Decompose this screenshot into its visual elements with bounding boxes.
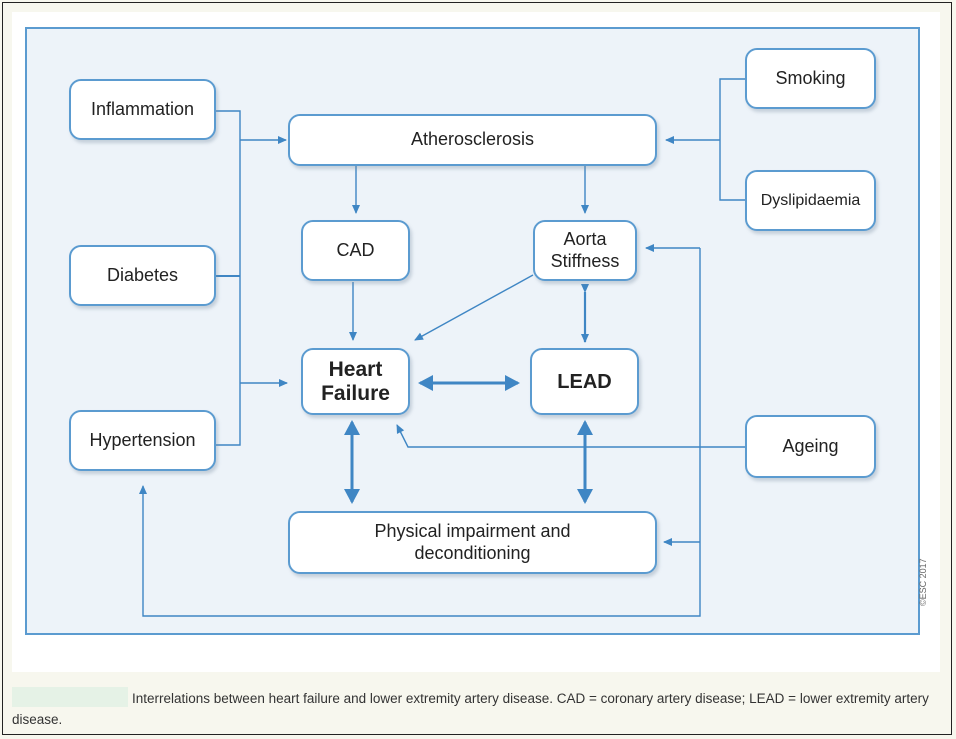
aorta-stiffness-box: Aorta Stiffness	[533, 220, 637, 281]
lead-label: LEAD	[557, 370, 612, 393]
heart-failure-line2: Failure	[321, 381, 390, 405]
cad-label: CAD	[336, 239, 375, 260]
hypertension-label: Hypertension	[89, 429, 196, 450]
smoking-label: Smoking	[775, 67, 846, 88]
atherosclerosis-box: Atherosclerosis	[288, 114, 657, 166]
inflammation-label: Inflammation	[90, 98, 195, 119]
atherosclerosis-label: Atherosclerosis	[410, 129, 535, 150]
heart-failure-box: Heart Failure	[301, 348, 410, 415]
physical-line1: Physical impairment and	[374, 520, 571, 541]
inflammation-connector	[216, 110, 241, 446]
heart-failure-line1: Heart	[328, 358, 383, 382]
diabetes-label: Diabetes	[106, 264, 179, 285]
diabetes-box: Diabetes	[69, 245, 216, 306]
physical-impairment-box: Physical impairment and deconditioning	[288, 511, 657, 574]
caption-highlight	[12, 687, 128, 707]
ageing-box: Ageing	[745, 415, 876, 478]
aorta-to-heart-failure-arrow	[414, 274, 534, 341]
dyslipidaemia-box: Dyslipidaemia	[745, 170, 876, 231]
hypertension-box: Hypertension	[69, 410, 216, 471]
figure-caption: Interrelations between heart failure and…	[12, 691, 929, 727]
dyslipidaemia-label: Dyslipidaemia	[760, 191, 861, 209]
aorta-stiffness-label: Aorta Stiffness	[551, 229, 620, 272]
inflammation-box: Inflammation	[69, 79, 216, 140]
heart-failure-label: Heart Failure	[321, 358, 390, 404]
physical-impairment-label: Physical impairment and deconditioning	[374, 521, 570, 564]
physical-line2: deconditioning	[414, 542, 531, 563]
aorta-line1: Aorta	[563, 228, 607, 249]
copyright-credit: ©ESC 2017	[918, 558, 928, 606]
aorta-line2: Stiffness	[550, 250, 620, 271]
lead-box: LEAD	[530, 348, 639, 415]
ageing-label: Ageing	[782, 435, 839, 456]
ageing-loop-line	[139, 248, 701, 617]
smoking-box: Smoking	[745, 48, 876, 109]
ageing-to-heart-failure-arrow	[396, 424, 745, 448]
cad-box: CAD	[301, 220, 410, 281]
smoking-connector	[719, 78, 745, 201]
